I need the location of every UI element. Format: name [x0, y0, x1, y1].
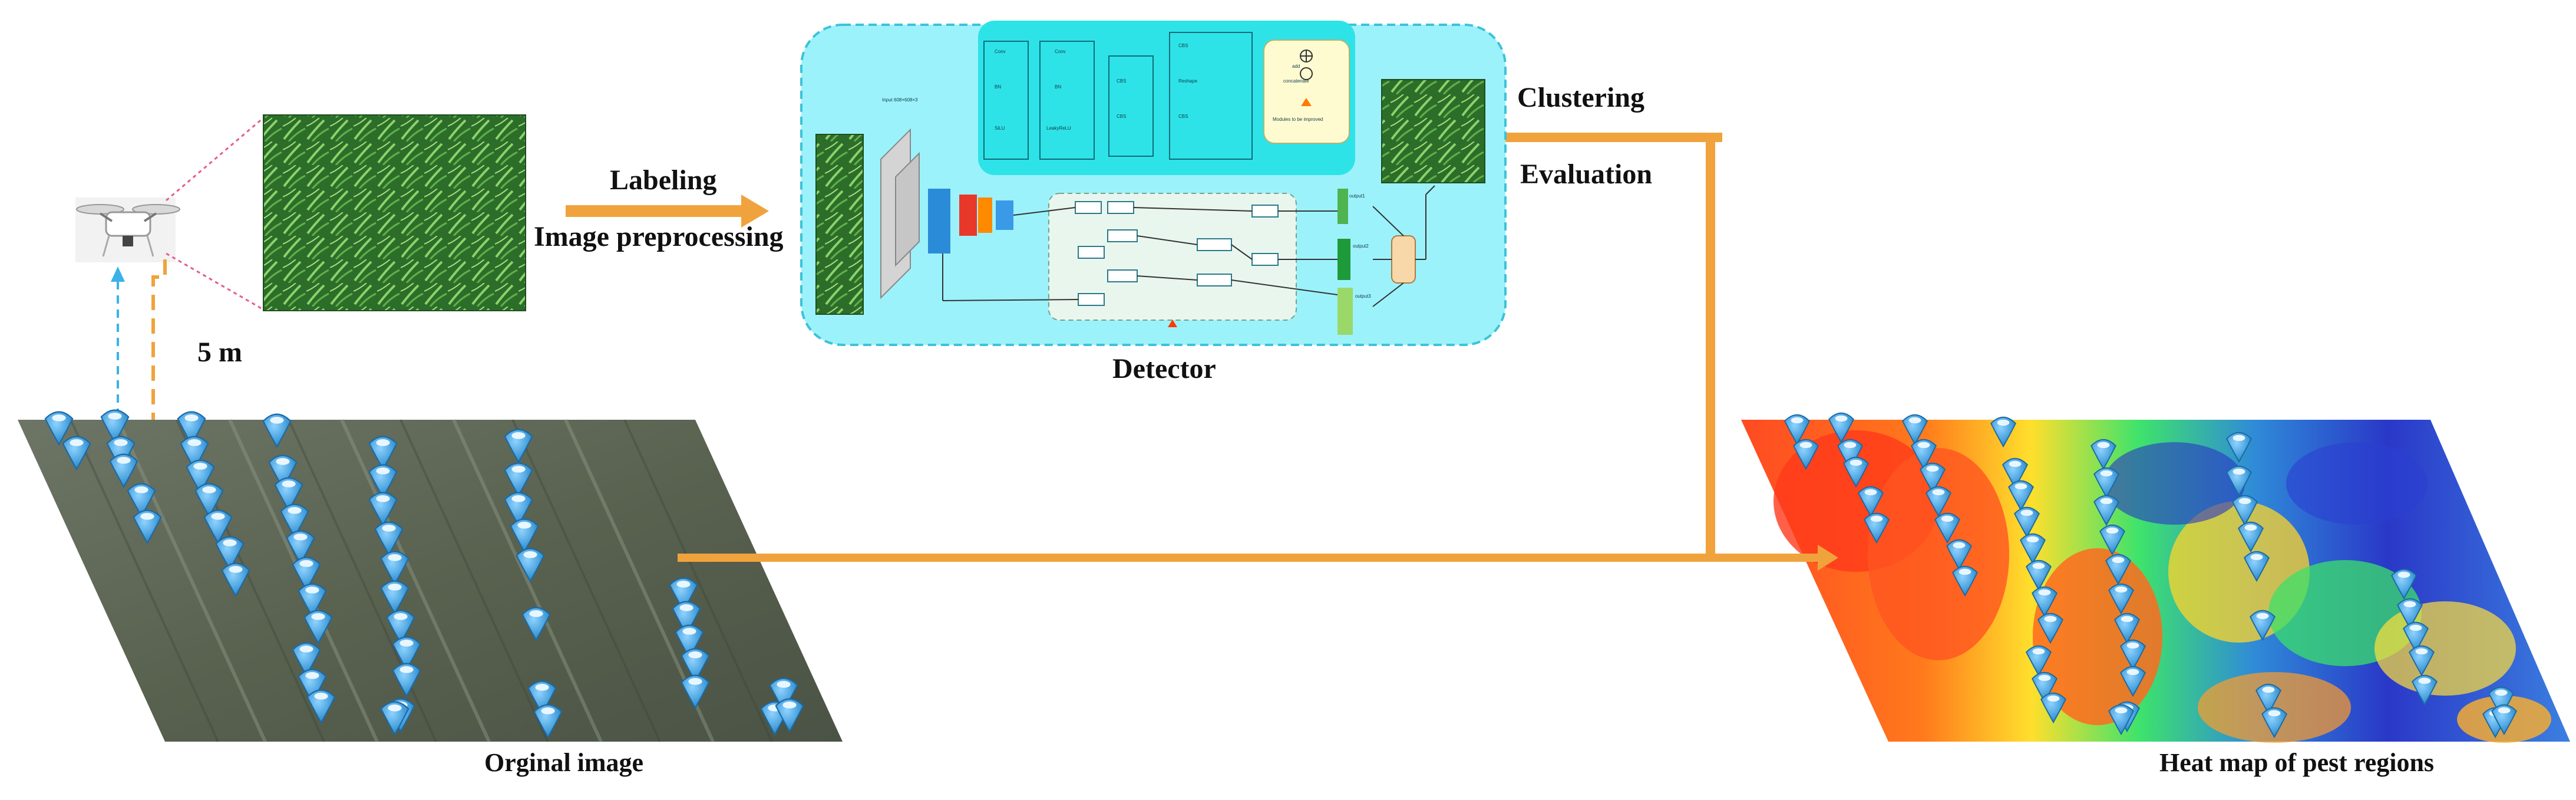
svg-text:Modules to be improved: Modules to be improved — [1273, 117, 1323, 122]
crop-closeup-image — [263, 114, 526, 311]
svg-text:CBS: CBS — [1117, 78, 1126, 84]
svg-text:output1: output1 — [1349, 193, 1365, 199]
camera-line — [111, 266, 125, 445]
svg-text:add: add — [1292, 64, 1300, 69]
preprocessing-label: Image preprocessing — [534, 221, 784, 252]
svg-text:SiLU: SiLU — [995, 126, 1005, 131]
distance-bracket — [136, 259, 167, 441]
heat-map-caption: Heat map of pest regions — [2159, 748, 2435, 777]
svg-text:Conv: Conv — [995, 49, 1006, 54]
arrow-original-to-heatmap — [678, 545, 1838, 571]
zoom-lines — [166, 117, 264, 311]
heat-map-image — [1741, 420, 2570, 743]
svg-text:Reshape: Reshape — [1178, 78, 1198, 84]
svg-text:BN: BN — [995, 84, 1001, 90]
svg-text:output3: output3 — [1355, 294, 1371, 299]
svg-text:CBS: CBS — [1117, 114, 1126, 119]
drone-icon — [75, 197, 180, 262]
distance-label: 5 m — [197, 337, 242, 368]
arrow-detector-to-heatmap — [1500, 133, 1722, 560]
svg-text:concatenate: concatenate — [1283, 78, 1309, 84]
arrow-labeling — [566, 195, 769, 228]
svg-text:CBS: CBS — [1178, 114, 1188, 119]
detector-panel — [800, 21, 1507, 346]
svg-text:output2: output2 — [1353, 243, 1369, 249]
svg-text:BN: BN — [1055, 84, 1061, 90]
clustering-label: Clustering — [1517, 82, 1644, 113]
evaluation-label: Evaluation — [1520, 159, 1653, 190]
svg-text:CBS: CBS — [1178, 43, 1188, 48]
svg-text:LeakyReLU: LeakyReLU — [1046, 126, 1071, 131]
svg-text:Conv: Conv — [1055, 49, 1066, 54]
labeling-label: Labeling — [610, 164, 717, 196]
detector-label: Detector — [1112, 353, 1216, 384]
original-field-image — [18, 419, 843, 743]
original-image-caption: Orginal image — [484, 748, 644, 777]
svg-text:Input 608×608×3: Input 608×608×3 — [882, 97, 918, 103]
